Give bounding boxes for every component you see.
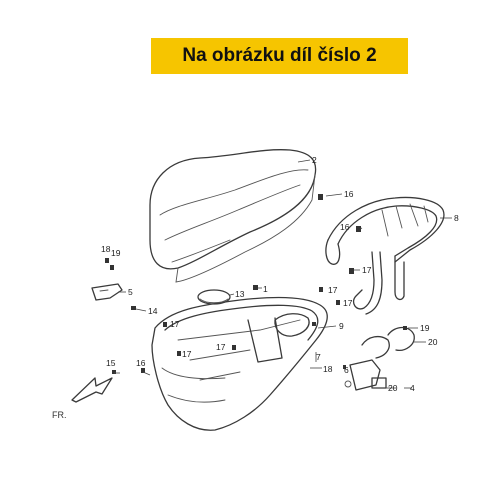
callout-label: 14 — [148, 306, 158, 316]
rear-rack-part — [325, 196, 445, 315]
storage-box-part — [151, 296, 328, 431]
callout-label: 19 — [420, 323, 430, 333]
bolt-5 — [343, 365, 346, 369]
callout-label: 16 — [136, 358, 146, 368]
callout-label: 16 — [340, 222, 350, 232]
bolt-19 — [403, 326, 407, 330]
bolt-18a — [105, 258, 109, 263]
front-direction-arrow-icon — [71, 377, 113, 403]
leader-lines — [114, 159, 452, 389]
bracket-part — [91, 283, 123, 301]
banner-text: Na obrázku díl číslo 2 — [182, 45, 377, 66]
callout-label: 17 — [328, 285, 338, 295]
callout-label: 7 — [316, 352, 321, 362]
callout-labels: 2 1 5 4 6 7 8 9 13 14 15 16 16 16 17 17 … — [52, 155, 459, 420]
callout-label: 19 — [111, 248, 121, 258]
callout-label: 18 — [101, 244, 111, 254]
callout-label: 5 — [128, 287, 133, 297]
latch-assembly-part — [344, 326, 415, 391]
bolt-16c — [349, 268, 354, 274]
bolt-14 — [112, 370, 116, 374]
bolt-8 — [312, 322, 316, 326]
callout-label: 17 — [216, 342, 226, 352]
callout-label: 6 — [344, 365, 349, 375]
callout-label: 4 — [410, 383, 415, 393]
bolt-16a — [318, 194, 323, 200]
seat-part — [149, 149, 317, 283]
callout-label: 16 — [344, 189, 354, 199]
bolt-1 — [253, 285, 258, 290]
bolt-18b — [110, 265, 114, 270]
bolt-16b — [356, 226, 361, 232]
front-direction-label: FR. — [52, 410, 67, 420]
callout-label: 20 — [428, 337, 438, 347]
callout-label: 17 — [182, 349, 192, 359]
part-number-banner: Na obrázku díl číslo 2 — [151, 38, 408, 74]
callout-label: 9 — [339, 321, 344, 331]
callout-label: 8 — [454, 213, 459, 223]
callout-label: 1 — [263, 284, 268, 294]
callout-label: 18 — [323, 364, 333, 374]
callout-label: 17 — [170, 319, 180, 329]
bolt-17d — [177, 351, 181, 356]
callout-label: 17 — [362, 265, 372, 275]
lid-part — [197, 289, 231, 305]
bolt-15 — [141, 368, 145, 373]
bolts — [105, 194, 407, 374]
bolt-17e — [232, 345, 236, 350]
bolt-17c — [163, 322, 167, 327]
bolt-13 — [131, 306, 136, 310]
callout-label: 13 — [235, 289, 245, 299]
callout-label: 20 — [388, 383, 398, 393]
callout-label: 2 — [312, 155, 317, 165]
bolt-17b — [336, 300, 340, 305]
callout-label: 15 — [106, 358, 116, 368]
callout-label: 17 — [343, 298, 353, 308]
bolt-17a — [319, 287, 323, 292]
